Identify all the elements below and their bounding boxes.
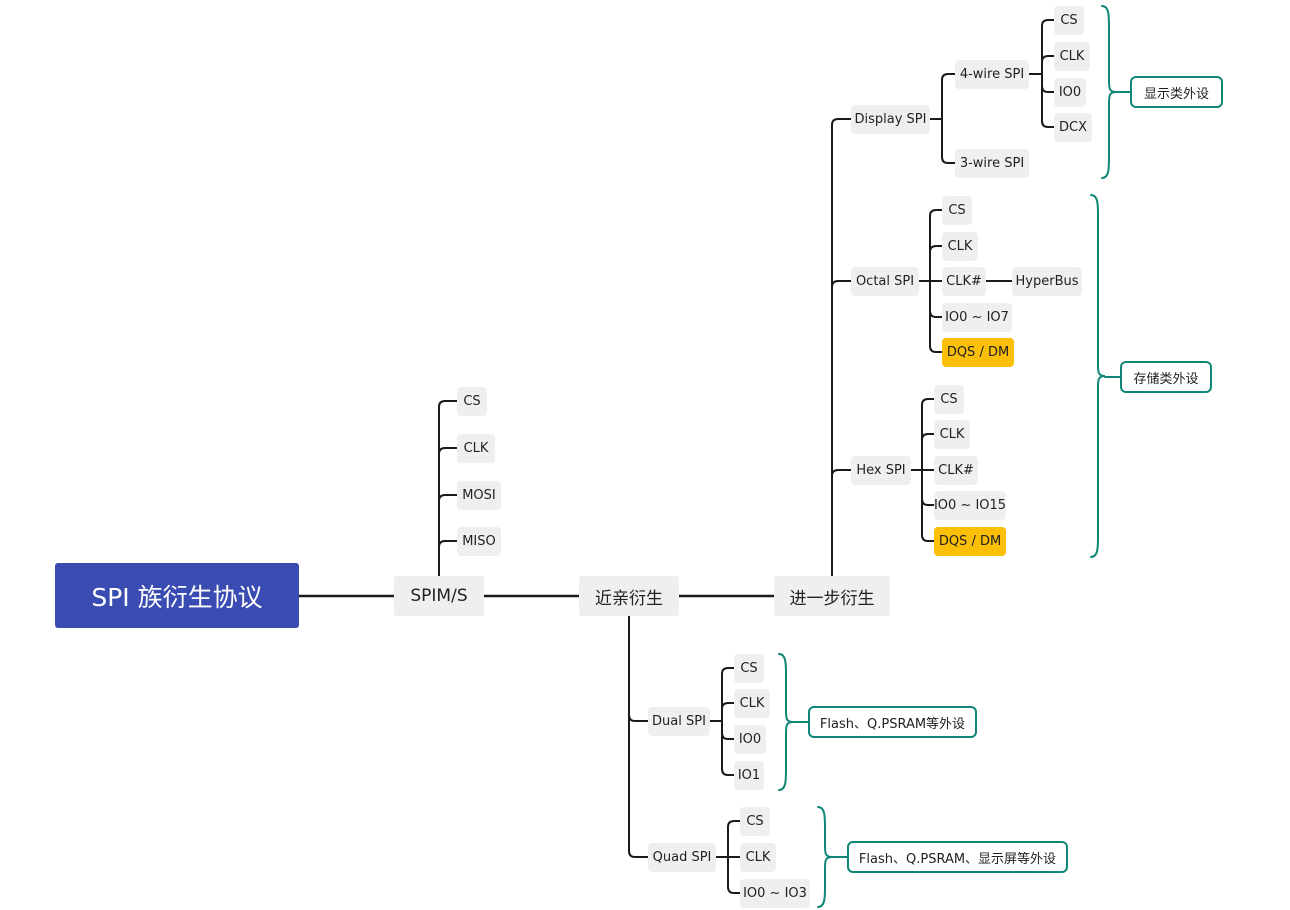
octal-signal-dqs-dm[interactable]: DQS / DM [942,338,1014,367]
octal-spi-node[interactable]: Octal SPI [851,267,919,296]
dual-spi-node[interactable]: Dual SPI [648,707,710,736]
spims-signal-clk[interactable]: CLK [457,434,495,463]
four-wire-branch-2 [1041,73,1055,93]
dual-signal-cs[interactable]: CS [734,654,764,683]
hex-signal-clk-bar[interactable]: CLK# [934,456,978,485]
hyperbus-node[interactable]: HyperBus [1012,267,1082,296]
brace-storage [1090,194,1106,558]
hex-branch-4 [921,469,935,542]
spims-signal-cs[interactable]: CS [457,387,487,416]
display-branch-0 [941,73,956,120]
storage-peripheral-note[interactable]: 存储类外设 [1120,361,1212,393]
quad-signal-clk[interactable]: CLK [740,843,776,872]
further-branch-2 [831,469,852,577]
close-derivative-node[interactable]: 近亲衍生 [579,576,679,616]
dual-signal-io1[interactable]: IO1 [734,761,764,790]
brace-display [1101,5,1117,179]
display-spi-node[interactable]: Display SPI [851,105,930,134]
dual-signal-io0[interactable]: IO0 [734,725,766,754]
display-branch-1 [941,118,956,164]
dual-branch-2 [721,720,735,740]
four-wire-spi-node[interactable]: 4-wire SPI [955,60,1029,89]
spims-branch-2 [438,494,458,577]
dual-branch-0 [721,667,735,722]
quad-spi-node[interactable]: Quad SPI [648,843,716,872]
brace-dual [778,653,794,791]
display-signal-dcx[interactable]: DCX [1054,113,1092,142]
hex-spi-node[interactable]: Hex SPI [851,456,911,485]
octal-signal-clk-bar[interactable]: CLK# [942,267,986,296]
root-node[interactable]: SPI 族衍生协议 [55,563,299,628]
spims-signal-mosi[interactable]: MOSI [457,481,501,510]
hex-branch-3 [921,469,935,506]
hex-signal-dqs-dm[interactable]: DQS / DM [934,527,1006,556]
close-branch-1 [628,615,649,858]
spims-branch-0 [438,400,458,577]
dual-branch-3 [721,720,735,776]
spims-node[interactable]: SPIM/S [394,576,484,616]
spims-branch-1 [438,447,458,577]
spims-branch-3 [438,540,458,577]
octal-branch-4 [929,280,943,353]
four-wire-branch-1 [1041,55,1055,75]
octal-branch-3 [929,280,943,318]
hex-branch-1 [921,433,935,471]
hex-signal-cs[interactable]: CS [934,385,964,414]
quad-signal-io0-io3[interactable]: IO0 ~ IO3 [740,879,810,908]
display-peripheral-note[interactable]: 显示类外设 [1130,76,1223,108]
display-signal-cs[interactable]: CS [1054,6,1084,35]
quad-branch-2 [727,856,741,894]
octal-signal-io0-io7[interactable]: IO0 ~ IO7 [942,303,1012,332]
dual-spi-note[interactable]: Flash、Q.PSRAM等外设 [808,706,977,738]
octal-signal-clk[interactable]: CLK [942,232,978,261]
hex-branch-0 [921,398,935,471]
quad-spi-note[interactable]: Flash、Q.PSRAM、显示屏等外设 [847,841,1068,873]
dual-branch-1 [721,702,735,722]
brace-quad [817,806,833,908]
spims-signal-miso[interactable]: MISO [457,527,501,556]
further-branch-1 [831,280,852,577]
further-derivative-node[interactable]: 进一步衍生 [774,576,890,616]
display-signal-clk[interactable]: CLK [1054,42,1090,71]
hex-signal-clk[interactable]: CLK [934,420,970,449]
four-wire-branch-0 [1041,19,1055,75]
four-wire-branch-3 [1041,73,1055,128]
display-signal-io0[interactable]: IO0 [1054,78,1086,107]
octal-signal-cs[interactable]: CS [942,196,972,225]
three-wire-spi-node[interactable]: 3-wire SPI [955,149,1029,178]
hex-signal-io0-io15[interactable]: IO0 ~ IO15 [934,491,1006,520]
octal-branch-1 [929,245,943,282]
further-branch-0 [831,118,852,577]
octal-branch-0 [929,209,943,282]
dual-signal-clk[interactable]: CLK [734,689,770,718]
quad-signal-cs[interactable]: CS [740,807,770,836]
close-branch-0 [628,615,649,722]
quad-branch-0 [727,820,741,858]
